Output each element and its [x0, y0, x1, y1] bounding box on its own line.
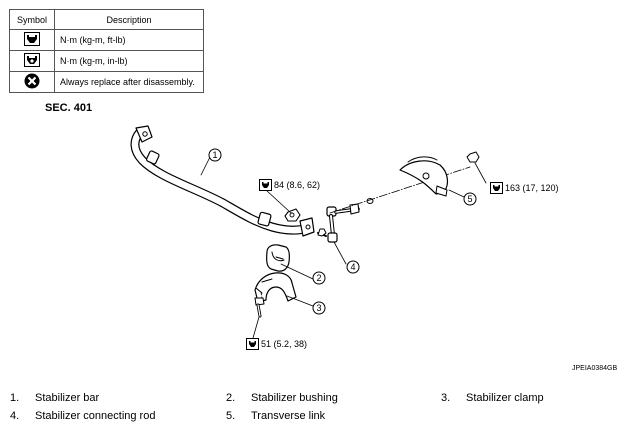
legend-description: Always replace after disassembly.	[54, 71, 204, 93]
part-number: 1.	[10, 392, 20, 404]
callout-4-number: 4	[350, 262, 355, 272]
part-name: Stabilizer bar	[35, 392, 100, 404]
callout-4	[346, 260, 360, 274]
legend-row: N·m (kg-m, ft-lb)	[9, 29, 204, 51]
legend-symbol-cell	[9, 29, 55, 51]
part-name: Stabilizer connecting rod	[35, 410, 156, 422]
torque-wrench-icon	[24, 32, 40, 46]
torque-wrench-icon	[246, 338, 259, 350]
transverse-link	[399, 151, 480, 197]
legend-row: N·m (kg-m, in-lb)	[9, 50, 204, 72]
stabilizer-bar	[130, 125, 315, 237]
torque-wrench-icon	[490, 182, 503, 194]
symbol-legend-table: Symbol Description N·m (kg-m, ft-lb) N·m…	[9, 9, 204, 93]
part-name: Stabilizer clamp	[466, 392, 544, 404]
callout-2	[312, 271, 326, 285]
callout-3-number: 3	[316, 303, 321, 313]
part-number: 2.	[226, 392, 236, 404]
legend-row: Always replace after disassembly.	[9, 71, 204, 93]
stabilizer-bushing	[266, 244, 290, 272]
stabilizer-connecting-rod	[317, 198, 374, 243]
callout-5-number: 5	[467, 194, 472, 204]
torque-value-transverse-link: 163 (17, 120)	[505, 183, 559, 193]
callout-1-number: 1	[212, 150, 217, 160]
part-number: 5.	[226, 410, 236, 422]
torque-wrench-icon	[259, 179, 272, 191]
legend-symbol-cell	[9, 71, 55, 93]
clamp-bolt	[254, 291, 265, 318]
section-label: SEC. 401	[45, 102, 93, 114]
part-number: 3.	[441, 392, 451, 404]
torque-value-clamp-bolt: 51 (5.2, 38)	[261, 339, 308, 349]
always-replace-icon	[24, 73, 40, 89]
legend-header-row: Symbol Description	[9, 9, 204, 30]
part-name: Stabilizer bushing	[251, 392, 338, 404]
callout-1	[208, 148, 222, 162]
torque-value-link-nut: 84 (8.6, 62)	[274, 180, 321, 190]
torque-wrench-small-icon	[24, 53, 40, 67]
figure-code: JPEIA0384GB	[572, 365, 618, 372]
callout-3	[312, 301, 326, 315]
link-nut	[284, 208, 301, 222]
part-name: Transverse link	[251, 410, 326, 422]
leader-lines	[200, 156, 487, 339]
callout-2-number: 2	[316, 273, 321, 283]
part-number: 4.	[10, 410, 20, 422]
callout-5	[463, 192, 477, 206]
